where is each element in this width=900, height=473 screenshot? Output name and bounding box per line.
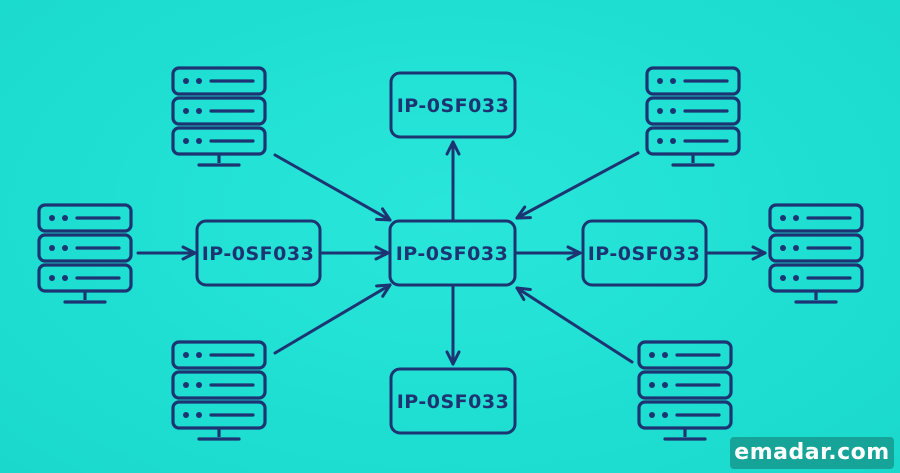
edge-server-tl-to-center — [273, 153, 392, 222]
ip-node-center: IP-0SF033 — [388, 219, 517, 287]
ip-node-top: IP-0SF033 — [389, 71, 517, 139]
server-rack-icon — [171, 340, 267, 441]
edge-server-br-to-center — [515, 286, 634, 364]
edge-server-bl-to-center — [273, 283, 392, 355]
server-rack-icon — [171, 66, 267, 167]
server-rack-icon — [637, 340, 733, 441]
ip-node-left-label: IP-0SF033 — [202, 243, 315, 265]
ip-node-bottom-label: IP-0SF033 — [397, 391, 510, 413]
edge-server-tr-to-center — [515, 151, 640, 220]
ip-node-bottom: IP-0SF033 — [389, 367, 517, 435]
ip-node-right-label: IP-0SF033 — [588, 243, 701, 265]
ip-node-top-label: IP-0SF033 — [397, 95, 510, 117]
server-rack-icon — [768, 203, 864, 304]
connections — [136, 140, 767, 366]
server-rack-icon — [645, 66, 741, 167]
ip-node-center-label: IP-0SF033 — [396, 243, 509, 265]
watermark: emadar.com — [730, 437, 894, 469]
ip-node-left: IP-0SF033 — [195, 219, 322, 287]
ip-node-right: IP-0SF033 — [581, 219, 708, 287]
server-rack-icon — [37, 203, 133, 304]
